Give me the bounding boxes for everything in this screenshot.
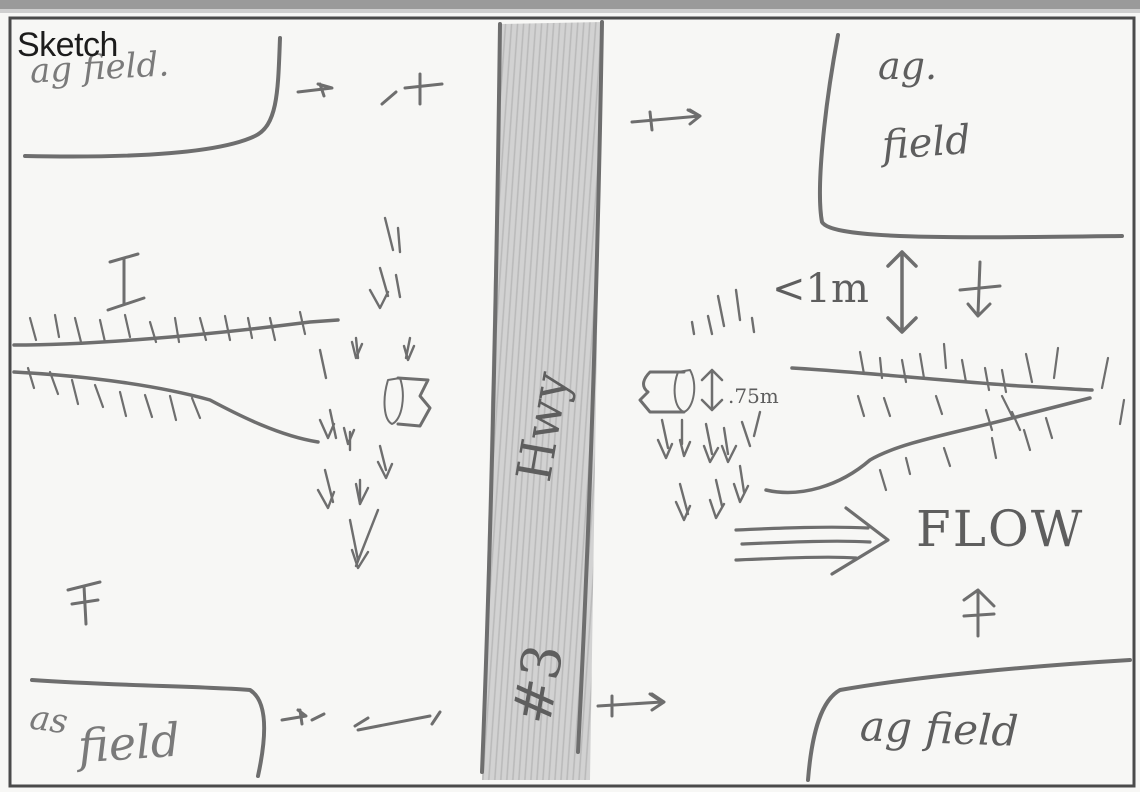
culvert-right (675, 370, 695, 412)
vegetation-arrows-left (320, 218, 410, 566)
height-marker-right (960, 262, 1000, 316)
fence-mark-top-right (632, 110, 700, 130)
label-ag-field-top-right-line1: ag. (878, 44, 937, 88)
ditch-left-lower-edge (14, 372, 318, 442)
scan-top-strip (0, 0, 1140, 9)
ag-field-top-right-outline (820, 35, 1122, 237)
flow-arrow (736, 508, 888, 574)
ditch-right-upper-edge (792, 368, 1092, 390)
label-ag-field-top-right-line2: field (881, 117, 973, 169)
label-ag-field-bottom-left-line2: field (76, 713, 182, 774)
culvert-left (385, 378, 403, 424)
label-culvert-size: .75m (728, 384, 779, 408)
distance-arrow-right (888, 252, 916, 332)
fence-mark-bottom-left (282, 710, 440, 730)
symbol-right-bottom (964, 590, 994, 636)
symbol-left-bottom (68, 582, 100, 624)
scan-top-shadow (0, 9, 1140, 13)
ditch-right-vegetation-ticks (858, 344, 1124, 490)
height-marker-left (108, 254, 144, 310)
label-ag-field-bottom-right: ag field (859, 701, 1019, 756)
vegetation-arrow-heads-right (658, 440, 748, 520)
fence-mark-bottom-right (598, 694, 664, 716)
vegetation-arrow-heads-left (318, 290, 414, 568)
culvert-size-arrow (702, 370, 722, 410)
fence-mark-top-left (298, 74, 442, 104)
label-distance-1m: <1m (772, 266, 869, 312)
sketch-title: Sketch (17, 26, 118, 65)
label-ag-field-bottom-left-line1: as (27, 698, 70, 743)
ditch-right-lower-edge (766, 398, 1090, 492)
label-flow: FLOW (916, 500, 1084, 558)
